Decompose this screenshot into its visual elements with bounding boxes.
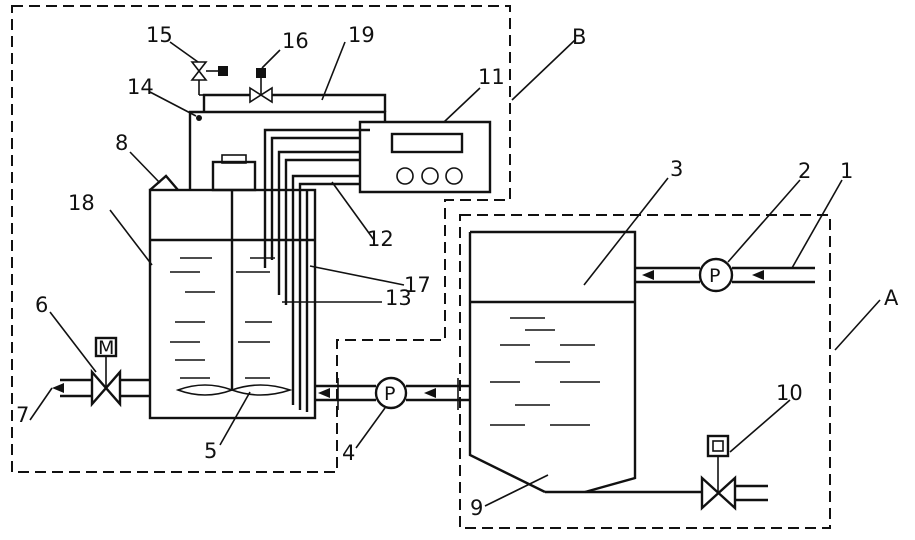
label-8: 8 — [115, 131, 128, 155]
label-12: 12 — [367, 227, 394, 251]
gas-line — [188, 61, 387, 190]
bottom-discharge — [545, 434, 768, 511]
labels: 15 16 19 14 11 B 8 18 12 13 17 5 4 6 7 3… — [16, 23, 899, 520]
transfer-line: P — [315, 376, 470, 410]
label-11: 11 — [478, 65, 505, 89]
system-b-boundary — [11, 5, 511, 473]
label-5: 5 — [204, 439, 217, 463]
label-14: 14 — [127, 75, 154, 99]
label-13: 13 — [385, 286, 412, 310]
label-4: 4 — [342, 441, 355, 465]
label-2: 2 — [798, 159, 811, 183]
controller — [358, 120, 492, 194]
label-6: 6 — [35, 293, 48, 317]
label-10: 10 — [776, 381, 803, 405]
label-17: 17 — [404, 273, 431, 297]
label-7: 7 — [16, 403, 29, 427]
pump-4-symbol: P — [384, 383, 395, 405]
label-9: 9 — [470, 496, 483, 520]
label-3: 3 — [670, 157, 683, 181]
storage-tank — [468, 230, 637, 494]
inlet-line: P — [635, 257, 815, 293]
leader-lines — [29, 39, 881, 507]
system-a-boundary — [459, 214, 831, 529]
label-15: 15 — [146, 23, 173, 47]
pump-2-symbol: P — [709, 265, 720, 287]
drain-valve: M — [52, 336, 150, 408]
label-16: 16 — [282, 29, 309, 53]
label-18: 18 — [68, 191, 95, 215]
reaction-vessel — [148, 154, 317, 420]
motor-symbol: M — [98, 337, 114, 359]
label-B: B — [572, 25, 586, 49]
lid-fitting — [149, 174, 179, 191]
probe-lines — [263, 128, 370, 412]
label-19: 19 — [348, 23, 375, 47]
label-A: A — [884, 286, 899, 310]
label-1: 1 — [840, 159, 853, 183]
